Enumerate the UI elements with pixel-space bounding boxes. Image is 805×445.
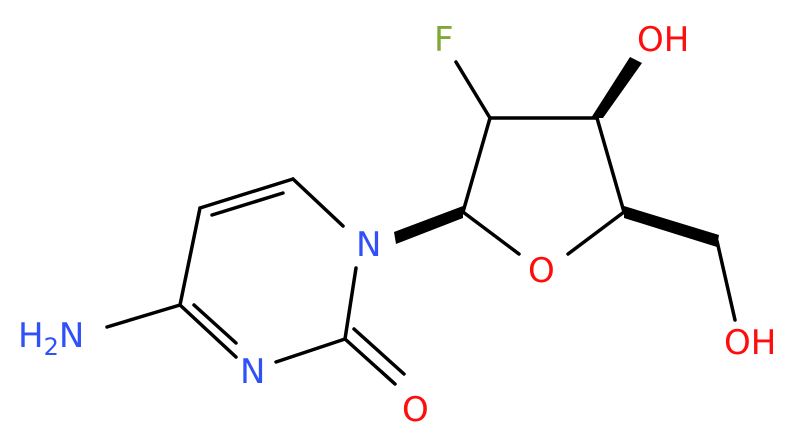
amine-label: H2N <box>18 316 84 361</box>
wedge-c1-n1 <box>394 206 463 244</box>
wedge-c4prime-ch2 <box>624 206 719 247</box>
amine-subscript: 2 <box>44 333 59 361</box>
bond-c2prime-f <box>454 60 492 120</box>
ring-nitrogen-3-label: N <box>240 352 265 392</box>
ring-nitrogen-1-label: N <box>356 225 381 265</box>
bond-c1-c2prime <box>461 116 492 214</box>
bond-ch2-oh <box>715 239 737 322</box>
bond-c4-nh2 <box>105 303 182 329</box>
bond-c6-c5 <box>198 177 295 210</box>
bond-c6-c5-inner <box>210 191 285 217</box>
bond-o4prime-c1 <box>461 210 521 256</box>
bond-c5-c4 <box>178 206 202 307</box>
bond-c4-n3 <box>178 303 238 359</box>
bond-n3-c2 <box>274 337 347 364</box>
amine-n: N <box>59 316 84 356</box>
bond-c4prime-o4prime <box>566 210 626 256</box>
amine-h: H <box>18 316 44 356</box>
fluorine-label: F <box>434 20 454 60</box>
hydroxyl-right-label: OH <box>724 323 776 363</box>
bond-n1-c6 <box>291 177 345 228</box>
bond-c2-o-b <box>352 327 406 376</box>
wedge-group <box>394 57 719 247</box>
wedge-c3prime-oh <box>591 57 642 118</box>
bond-group <box>105 60 737 386</box>
bond-c2-n1 <box>343 266 358 341</box>
ring-oxygen-label: O <box>528 251 555 291</box>
carbonyl-oxygen-label: O <box>402 390 429 430</box>
bond-c4-n3-inner <box>192 303 238 345</box>
bond-c3prime-c4prime <box>595 116 626 214</box>
bond-c2-o-a <box>343 337 397 386</box>
hydroxyl-top-label: OH <box>637 20 689 60</box>
